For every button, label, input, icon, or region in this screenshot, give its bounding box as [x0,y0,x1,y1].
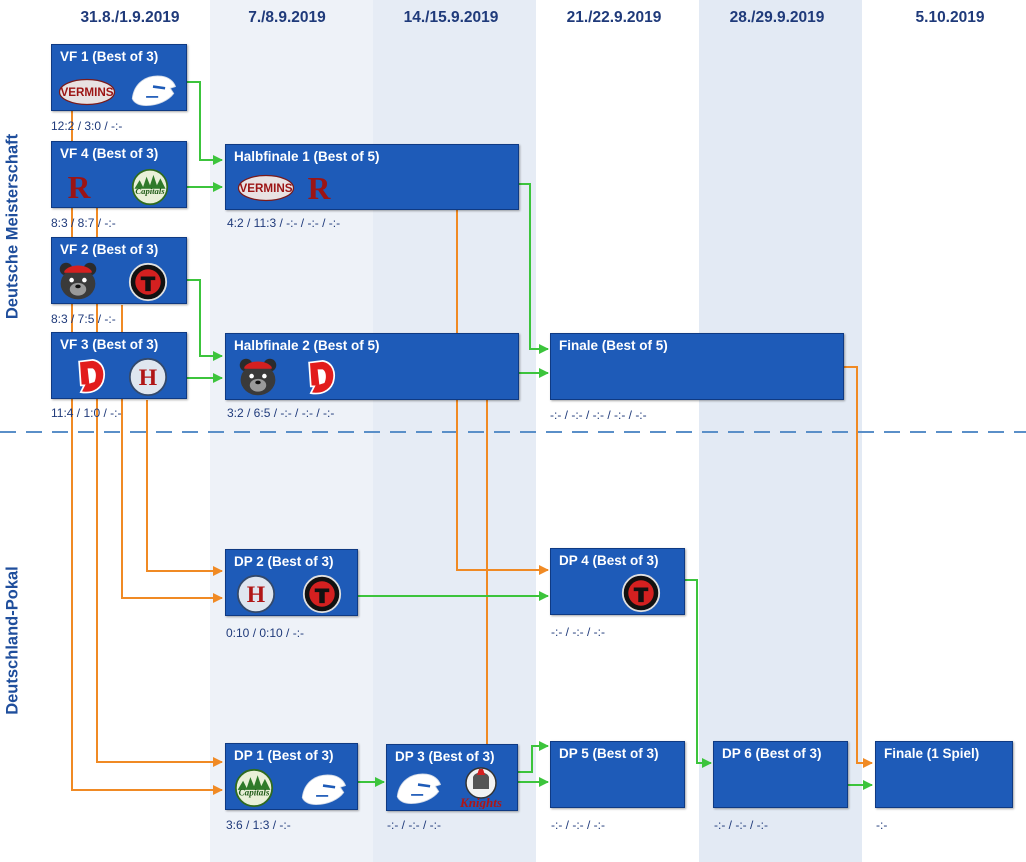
hawks-logo [236,574,276,614]
date-header-4: 21./22.9.2019 [566,9,662,26]
game-box-finale[interactable]: Finale (Best of 5) [550,333,844,400]
red-d-logo [74,355,108,397]
game-box-dp2[interactable]: DP 2 (Best of 3) [225,549,358,616]
game-title: DP 3 (Best of 3) [395,749,495,764]
game-title: Finale (Best of 5) [559,338,668,353]
game-box-dp1[interactable]: DP 1 (Best of 3) [225,743,358,810]
bear-logo [54,260,102,302]
game-title: Halbfinale 1 (Best of 5) [234,149,380,164]
game-score-vf3: 11:4 / 1:0 / -:- [51,406,122,420]
vermins-logo [55,77,119,107]
date-header-6: 5.10.2019 [915,9,985,26]
game-title: Finale (1 Spiel) [884,746,980,761]
red-emblem-logo [302,574,342,614]
column-bg-4 [536,0,699,862]
date-header-5: 28./29.9.2019 [729,9,825,26]
game-box-vf3[interactable]: VF 3 (Best of 3) [51,332,187,399]
game-score-vf2: 8:3 / 7:5 / -:- [51,312,116,326]
date-header-2: 7./8.9.2019 [248,9,326,26]
bear-logo [234,356,282,398]
game-box-dp4[interactable]: DP 4 (Best of 3) [550,548,685,615]
game-title: DP 6 (Best of 3) [722,746,822,761]
panther-logo [126,71,180,109]
game-score-hf1: 4:2 / 11:3 / -:- / -:- / -:- [227,216,341,230]
game-box-dp6[interactable]: DP 6 (Best of 3) [713,741,848,808]
game-score-dp5: -:- / -:- / -:- [551,818,605,832]
game-score-dp6: -:- / -:- / -:- [714,818,768,832]
game-box-vf4[interactable]: VF 4 (Best of 3) [51,141,187,208]
winner-paths [186,81,873,790]
game-box-hf2[interactable]: Halbfinale 2 (Best of 5) [225,333,519,400]
panther-logo [391,769,445,807]
game-score-vf4: 8:3 / 8:7 / -:- [51,216,116,230]
capitals-logo [130,168,170,206]
game-title: VF 4 (Best of 3) [60,146,159,161]
game-title: VF 1 (Best of 3) [60,49,159,64]
r-logo [64,166,94,206]
game-score-dp2: 0:10 / 0:10 / -:- [226,626,305,640]
game-title: DP 1 (Best of 3) [234,748,334,763]
game-score-dp4: -:- / -:- / -:- [551,625,605,639]
game-box-dp3[interactable]: DP 3 (Best of 3) [386,744,518,811]
loser-paths [71,110,873,795]
knights-logo [451,765,511,809]
game-title: VF 3 (Best of 3) [60,337,159,352]
date-header-3: 14./15.9.2019 [403,9,499,26]
game-score-vf1: 12:2 / 3:0 / -:- [51,119,123,133]
game-box-dp5[interactable]: DP 5 (Best of 3) [550,741,685,808]
game-title: DP 4 (Best of 3) [559,553,659,568]
game-title: VF 2 (Best of 3) [60,242,159,257]
red-emblem-logo [621,573,661,613]
game-box-vf2[interactable]: VF 2 (Best of 3) [51,237,187,304]
hawks-logo [128,357,168,397]
game-box-vf1[interactable]: VF 1 (Best of 3) [51,44,187,111]
game-score-finale: -:- / -:- / -:- / -:- / -:- [550,408,647,422]
game-score-pokal-finale: -:- [876,818,888,832]
game-title: DP 2 (Best of 3) [234,554,334,569]
vermins-logo [234,173,298,203]
game-title: DP 5 (Best of 3) [559,746,659,761]
date-header-1: 31.8./1.9.2019 [80,9,180,26]
r-logo [304,167,334,207]
panther-logo [296,770,350,808]
red-d-logo [304,356,338,398]
game-box-pokal-finale[interactable]: Finale (1 Spiel) [875,741,1013,808]
red-emblem-logo [128,262,168,302]
game-score-dp1: 3:6 / 1:3 / -:- [226,818,291,832]
game-box-hf1[interactable]: Halbfinale 1 (Best of 5) [225,144,519,210]
game-score-hf2: 3:2 / 6:5 / -:- / -:- / -:- [227,406,335,420]
game-score-dp3: -:- / -:- / -:- [387,818,441,832]
capitals-logo [234,768,274,808]
game-title: Halbfinale 2 (Best of 5) [234,338,380,353]
